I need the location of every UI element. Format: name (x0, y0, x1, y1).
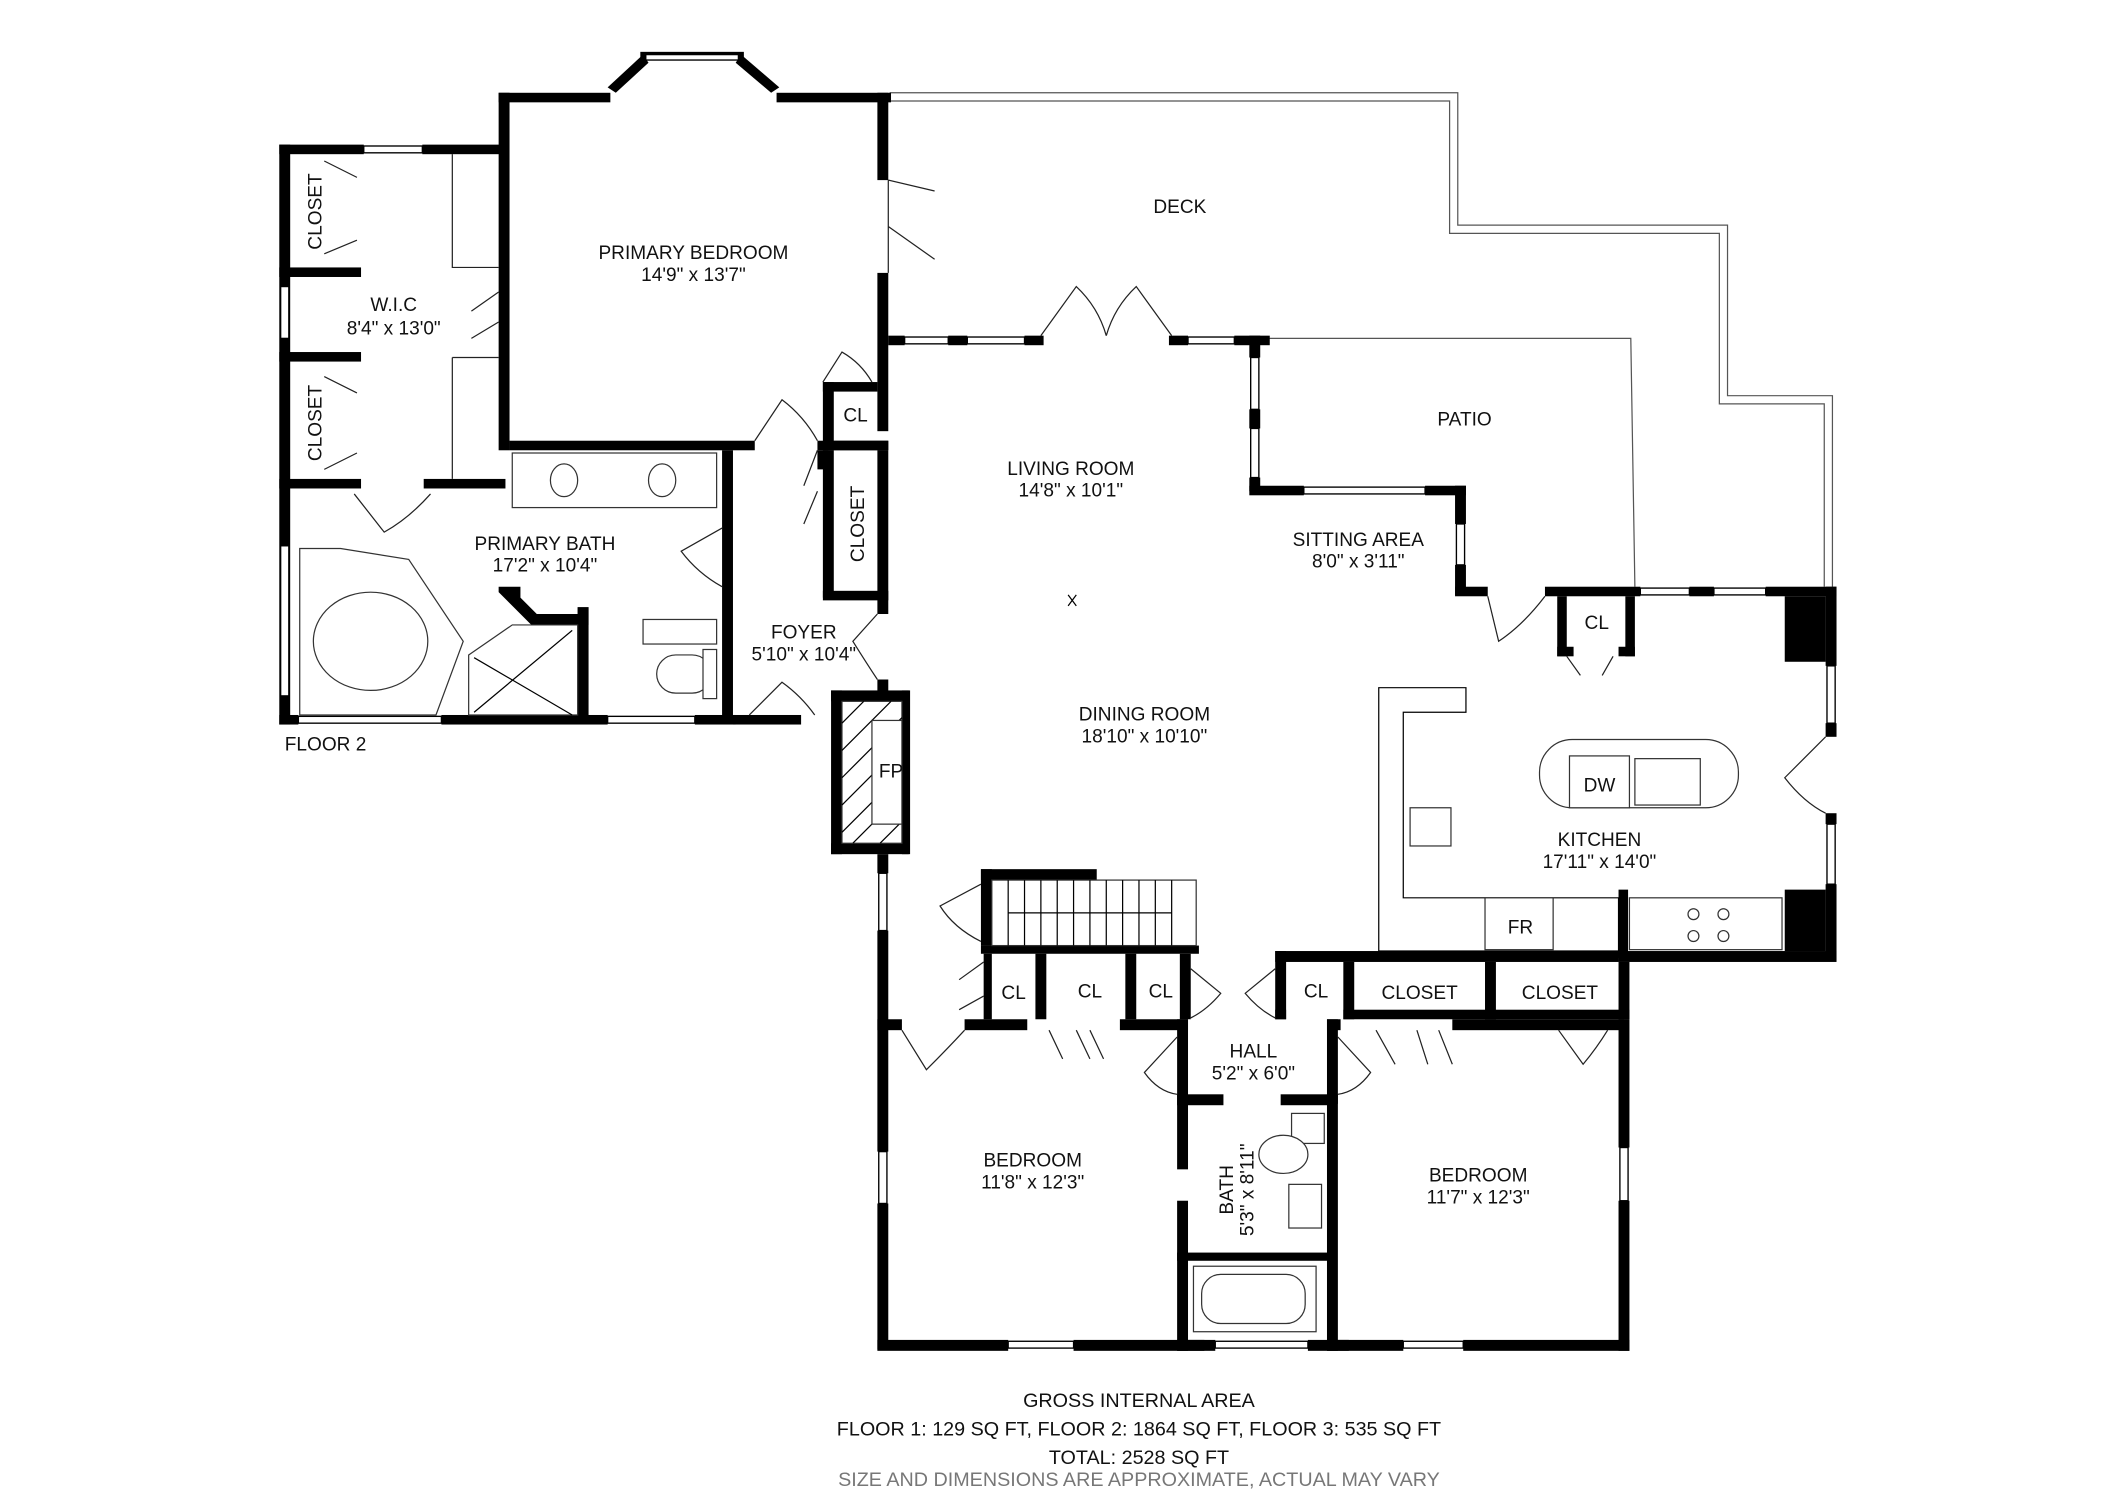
living-room-dims: 14'8" x 10'1" (1019, 481, 1124, 502)
sitting-area-name: SITTING AREA (1293, 530, 1425, 551)
foyer-name: FOYER (771, 623, 837, 644)
hall-dims: 5'2" x 6'0" (1212, 1063, 1295, 1084)
closet-foyer-label: CLOSET (848, 485, 869, 562)
living-room-name: LIVING ROOM (1007, 459, 1134, 480)
patio-label: PATIO (1437, 410, 1491, 431)
primary-bedroom-dims: 14'9" x 13'7" (641, 265, 746, 286)
deck-label: DECK (1153, 197, 1206, 218)
bedroom-right-name: BEDROOM (1429, 1166, 1528, 1187)
foyer-dims: 5'10" x 10'4" (752, 644, 857, 665)
closet-wic-top-label: CLOSET (306, 173, 327, 250)
bath-dims: 5'3" x 8'11" (1237, 1143, 1258, 1236)
patio-outline (1260, 337, 1636, 587)
kitchen-dims: 17'11" x 14'0" (1543, 852, 1657, 873)
primary-bath-name: PRIMARY BATH (475, 534, 616, 555)
bedroom-right-dims: 11'7" x 12'3" (1427, 1187, 1530, 1208)
room-labels: PRIMARY BEDROOM 14'9" x 13'7" W.I.C 8'4"… (285, 173, 1657, 1236)
kitchen-name: KITCHEN (1558, 830, 1642, 851)
area-floors: FLOOR 1: 129 SQ FT, FLOOR 2: 1864 SQ FT,… (837, 1418, 1441, 1440)
dishwasher-label: DW (1584, 775, 1616, 796)
area-note: SIZE AND DIMENSIONS ARE APPROXIMATE, ACT… (838, 1469, 1440, 1490)
floor-label: FLOOR 2 (285, 734, 367, 755)
primary-bath-dims: 17'2" x 10'4" (493, 556, 598, 577)
bedroom-left-name: BEDROOM (983, 1151, 1082, 1172)
cl-hall-1-label: CL (1001, 983, 1025, 1004)
walls (279, 51, 1837, 1351)
dining-room-name: DINING ROOM (1079, 704, 1210, 725)
fridge-label: FR (1508, 917, 1533, 938)
doors (323, 154, 1827, 1095)
cl-hall-3-label: CL (1149, 981, 1173, 1002)
fireplace-label: FP (879, 762, 903, 783)
wic-dims: 8'4" x 13'0" (347, 318, 441, 339)
dining-room-dims: 18'10" x 10'10" (1082, 726, 1208, 747)
closet-hall-2-label: CLOSET (1522, 983, 1599, 1004)
bath-name: BATH (1217, 1165, 1238, 1215)
area-title: GROSS INTERNAL AREA (1023, 1390, 1256, 1412)
hall-name: HALL (1230, 1041, 1278, 1062)
cl-kitchen-label: CL (1585, 613, 1609, 634)
windows (279, 53, 1836, 1349)
cl-hall-2-label: CL (1078, 981, 1102, 1002)
fixtures (299, 452, 1783, 1333)
cl-hall-4-label: CL (1304, 981, 1328, 1002)
area-total: TOTAL: 2528 SQ FT (1049, 1447, 1229, 1469)
cl-foyer-top-label: CL (843, 406, 867, 427)
closet-wic-bottom-label: CLOSET (306, 384, 327, 461)
deck-outline (889, 92, 1834, 587)
sitting-area-dims: 8'0" x 3'11" (1312, 552, 1405, 573)
area-summary: GROSS INTERNAL AREA FLOOR 1: 129 SQ FT, … (837, 1390, 1441, 1490)
closet-hall-1-label: CLOSET (1381, 983, 1458, 1004)
wic-name: W.I.C (370, 295, 417, 316)
bedroom-left-dims: 11'8" x 12'3" (981, 1172, 1084, 1193)
primary-bedroom-name: PRIMARY BEDROOM (598, 243, 788, 264)
